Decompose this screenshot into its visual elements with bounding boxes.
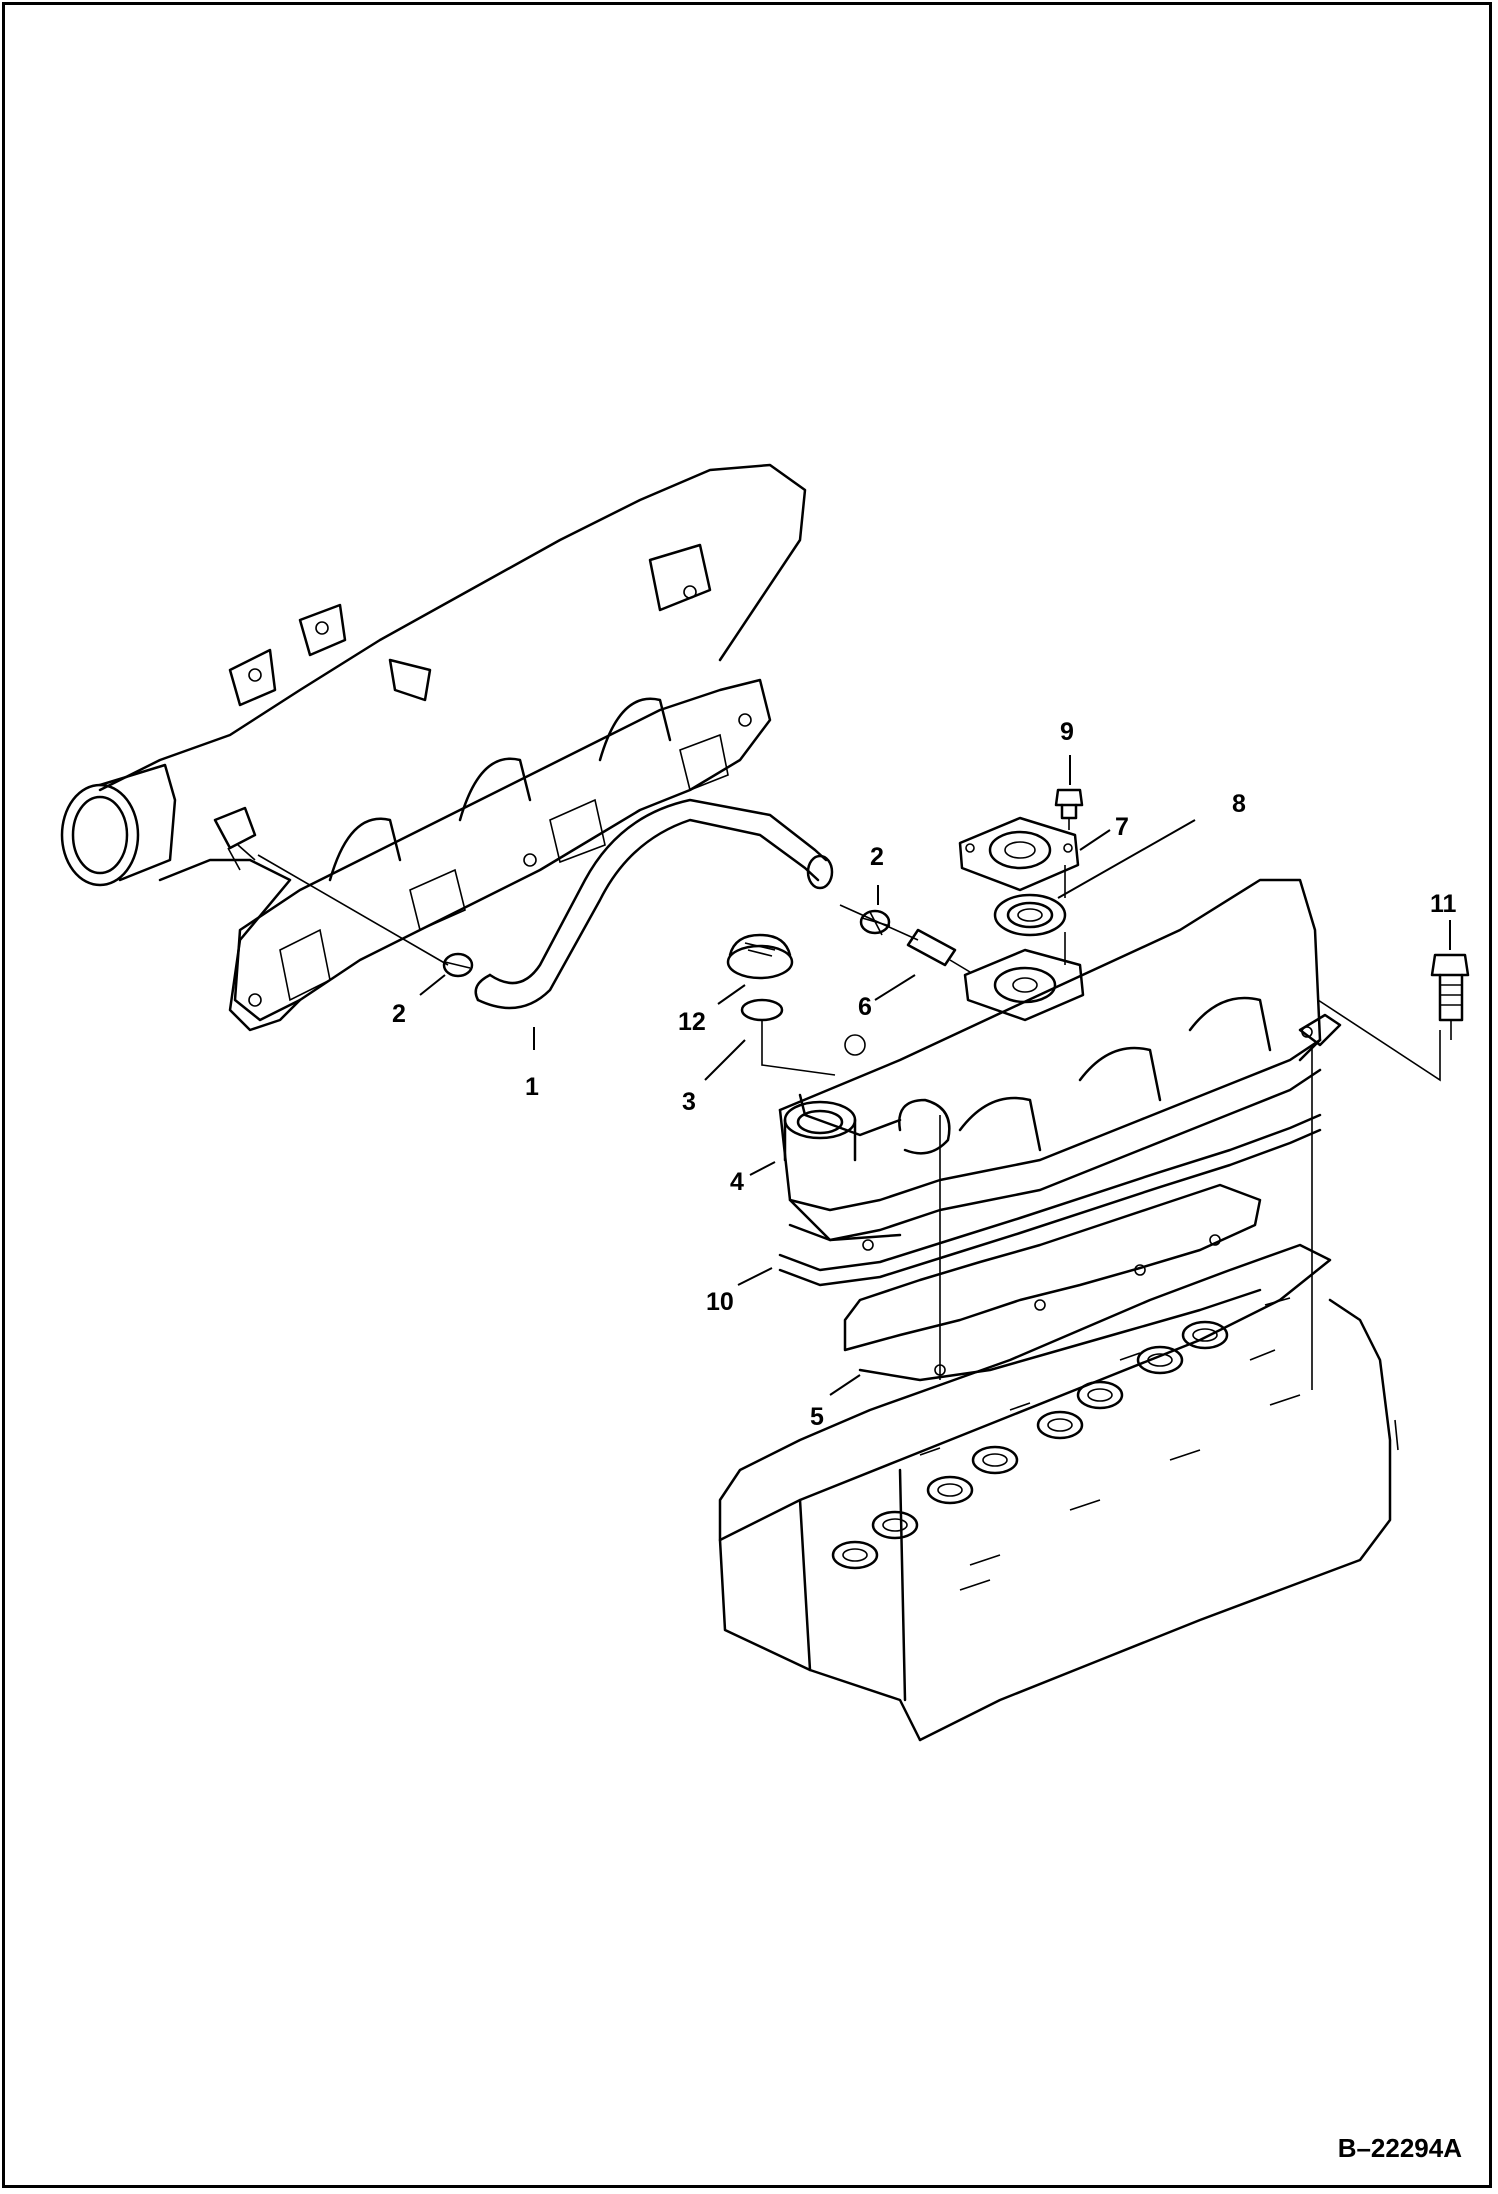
breather-valve <box>1317 920 1470 1082</box>
figure-id: B–22294A <box>1337 2133 1462 2163</box>
breather-diaphragm <box>993 819 1196 937</box>
o-ring <box>704 998 836 1081</box>
callout-7: 7 <box>1115 813 1129 841</box>
cover-gasket <box>737 1113 1322 1287</box>
callout-9: 9 <box>1060 718 1074 746</box>
callout-10: 10 <box>706 1288 734 1316</box>
breather-tube <box>839 904 971 1001</box>
hose-clamp-left <box>419 952 474 996</box>
callout-5: 5 <box>810 1403 824 1431</box>
rocker-cover <box>749 878 1342 1390</box>
callout-2-left: 2 <box>392 1000 406 1028</box>
callout-6: 6 <box>858 993 872 1021</box>
callout-11: 11 <box>1430 890 1457 918</box>
callout-4: 4 <box>730 1168 744 1196</box>
callout-2-right: 2 <box>870 843 884 871</box>
head-gasket <box>829 1183 1262 1396</box>
oil-filler-cap <box>717 933 794 1005</box>
callout-8: 8 <box>1232 790 1246 818</box>
breather-cover <box>958 816 1111 892</box>
callout-12: 12 <box>678 1008 706 1036</box>
breather-hose <box>474 798 834 1050</box>
valve-seat-row <box>831 1320 1229 1570</box>
cylinder-head <box>718 1243 1399 1742</box>
hose-clamp-right <box>859 885 891 936</box>
intake-manifold <box>60 463 807 1032</box>
cover-bolt <box>1054 755 1084 830</box>
callout-3: 3 <box>682 1088 696 1116</box>
callout-1: 1 <box>525 1073 539 1101</box>
